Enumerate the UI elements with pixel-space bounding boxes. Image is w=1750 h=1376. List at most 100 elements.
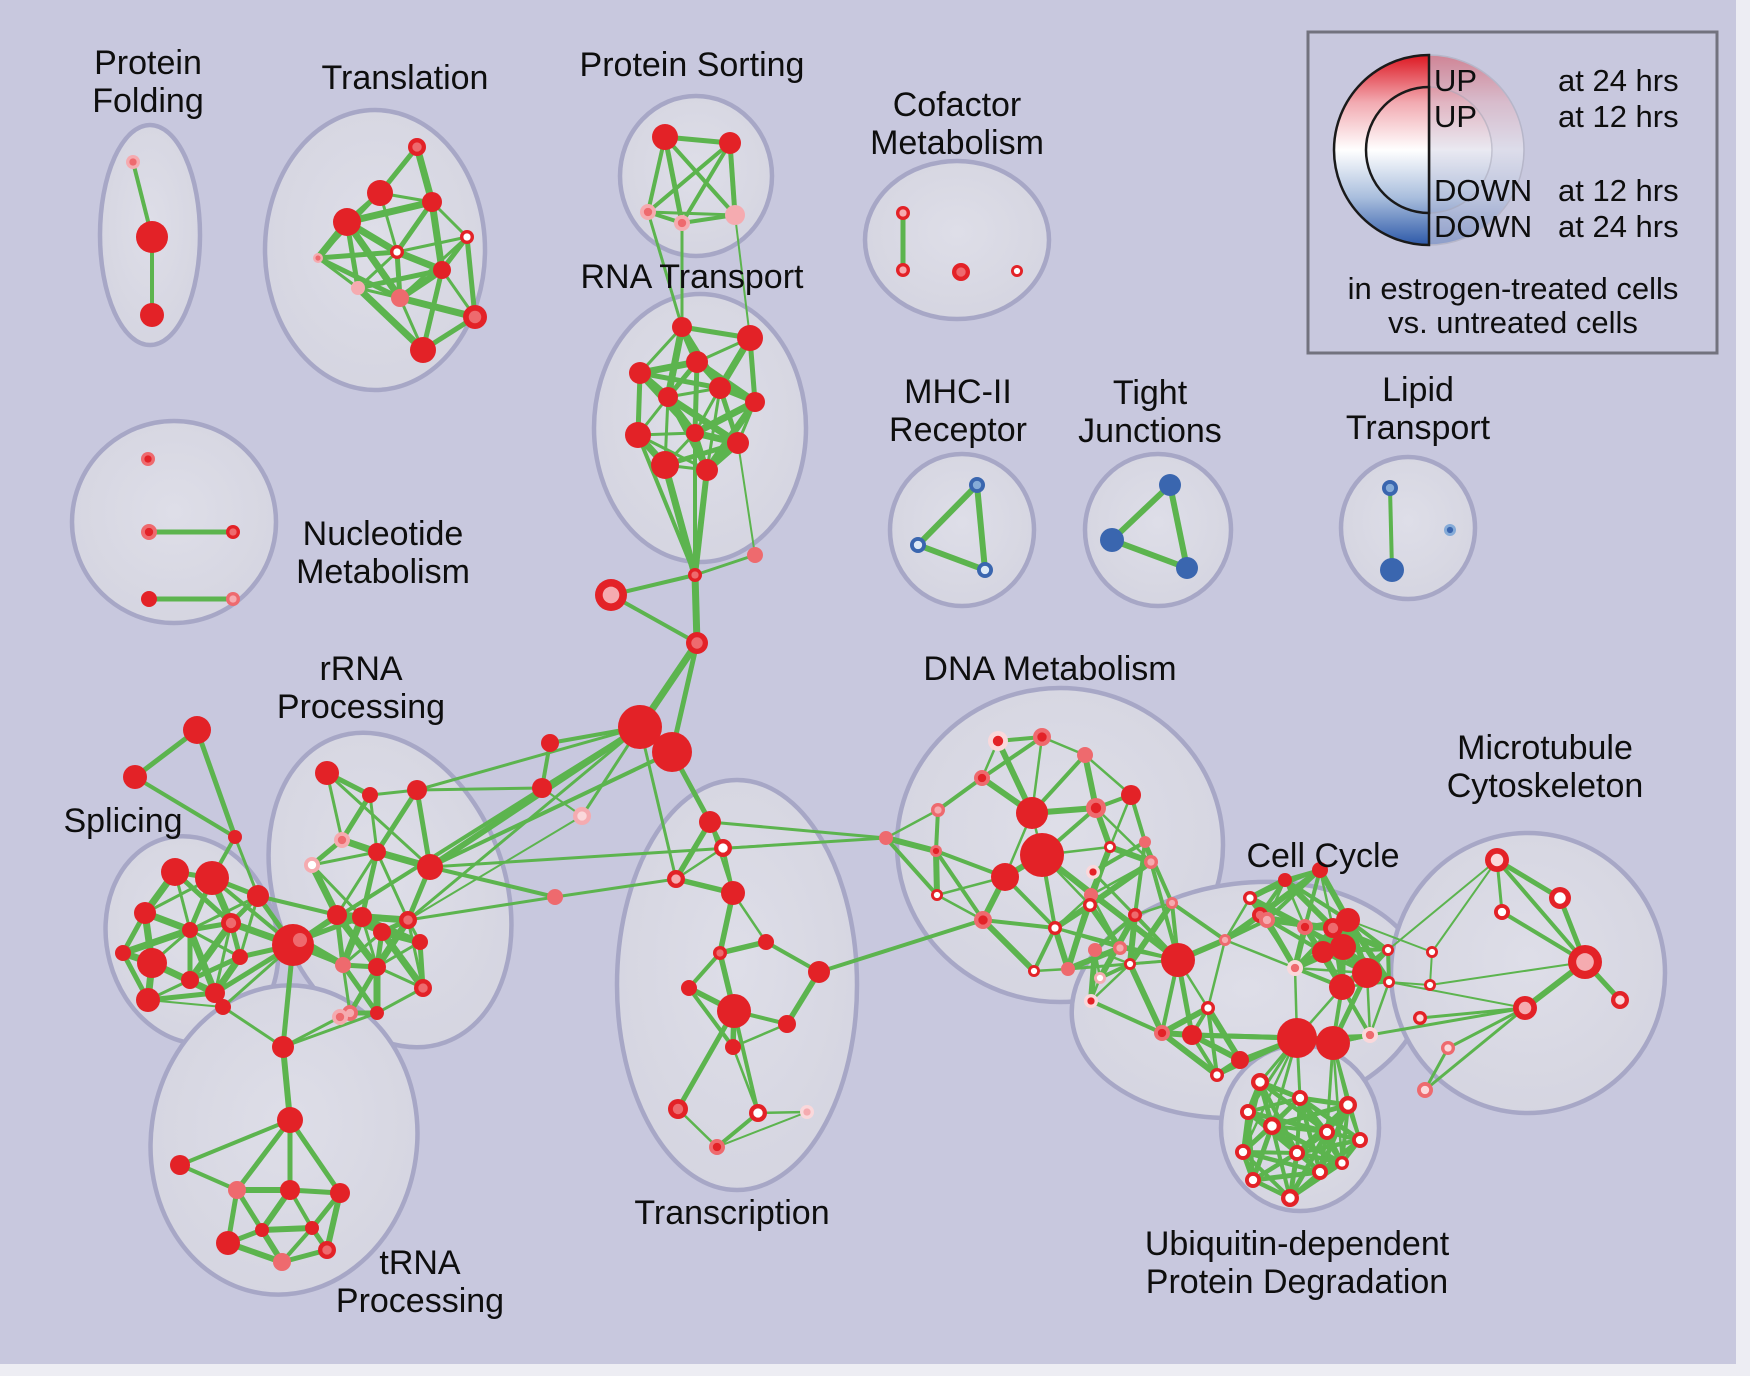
label-nm-line0: Nucleotide (303, 515, 464, 553)
node-mt-0 (1485, 848, 1509, 872)
edge-ub (1241, 1150, 1292, 1200)
legend-ring (1364, 85, 1431, 215)
edge-link-hb-rr (407, 815, 583, 921)
edge-link-dm-cc (1067, 958, 1179, 971)
label-cf-line0: Cofactor (893, 86, 1022, 124)
node-tr-5 (390, 245, 404, 259)
edge-link-hb-rr (416, 786, 543, 792)
node-cc-1 (1088, 943, 1102, 957)
node-tg-1 (123, 765, 147, 789)
node-mt-2 (1494, 904, 1510, 920)
edge-tc (675, 1009, 737, 1111)
edge-cc (1127, 962, 1165, 1035)
edge-link-tc-rr (429, 865, 556, 899)
node-sp-0 (161, 858, 189, 886)
edge-dm (1032, 927, 1057, 972)
node-tc-6 (758, 934, 774, 950)
edge-link-hb-sp (291, 725, 642, 947)
edge-tr (344, 219, 403, 301)
node-tr-9 (463, 305, 487, 329)
node-tn-4 (170, 1155, 190, 1175)
node-rt-11 (696, 459, 718, 481)
edge-tn (287, 1118, 343, 1195)
edge-tj (1110, 537, 1189, 571)
node-sp-12 (247, 885, 269, 907)
edge-tr (346, 198, 433, 226)
edge-link-hb-tc (638, 726, 678, 880)
node-tn-10 (318, 1241, 336, 1259)
node-tc-1 (714, 839, 732, 857)
node-mt-10 (1424, 979, 1436, 991)
node-lt-2 (1444, 524, 1456, 536)
legend-ring (1428, 86, 1493, 214)
node-mt-3 (1568, 945, 1602, 979)
node-tc-9 (717, 994, 751, 1028)
edge-mt (1431, 859, 1498, 953)
node-ub-2 (1240, 1104, 1256, 1120)
node-dm-17 (1083, 898, 1097, 912)
edge-link-rt-hb (661, 464, 699, 576)
edge-link-ps-rt (734, 214, 751, 339)
node-tc-12 (668, 1099, 688, 1119)
edge-mt (1424, 1006, 1526, 1092)
legend-note-0: in estrogen-treated cells (1348, 271, 1679, 306)
label-tn-line0: tRNA (379, 1244, 461, 1282)
edge-link-sp-rr (257, 894, 338, 917)
cluster-ellipse-ps (617, 93, 775, 259)
node-cc-27 (1382, 944, 1394, 956)
edge-dm (1052, 927, 1071, 970)
label-mh-line1: Receptor (889, 411, 1027, 449)
edge-dm (980, 917, 1037, 974)
edge-tr (317, 249, 398, 261)
node-tc-13 (749, 1104, 767, 1122)
node-tc-4 (547, 889, 563, 905)
node-dm-12 (1144, 855, 1158, 869)
edge-cc (1282, 877, 1336, 931)
node-rr-7 (327, 905, 347, 925)
label-rt-line0: RNA Transport (581, 258, 805, 296)
node-rr-16 (370, 1006, 384, 1020)
edge-ub (1247, 1096, 1301, 1114)
node-ps-4 (725, 205, 745, 225)
node-rr-14 (414, 979, 432, 997)
node-tg-2 (228, 830, 242, 844)
node-rt-2 (686, 351, 708, 373)
node-mh-2 (977, 562, 993, 578)
node-tr-2 (422, 192, 442, 212)
node-mt-1 (1549, 887, 1571, 909)
edge-tr (464, 236, 478, 318)
node-tn-1 (332, 1009, 348, 1025)
edge-link-mt-cc (1347, 919, 1433, 953)
node-rr-2 (407, 780, 427, 800)
node-dm-19 (1028, 965, 1040, 977)
node-cc-26 (1316, 1026, 1350, 1060)
edge-hb (691, 574, 701, 644)
edge-dm (885, 835, 937, 854)
edge-sp (213, 922, 233, 994)
label-lt-line1: Transport (1346, 409, 1491, 447)
node-rr-8 (352, 907, 372, 927)
node-rt-4 (709, 377, 731, 399)
edge-tc (687, 986, 735, 1049)
node-dm-2 (1077, 747, 1093, 763)
cluster-ellipse-tn (148, 983, 420, 1297)
node-tn-8 (216, 1231, 240, 1255)
node-dm-16 (974, 911, 992, 929)
edge-dm (1066, 904, 1092, 970)
node-ub-7 (1235, 1144, 1251, 1160)
node-sp-8 (205, 983, 225, 1003)
edge-ub (1251, 1151, 1299, 1182)
node-tr-3 (333, 208, 361, 236)
edge-dm (885, 808, 939, 840)
node-hb-8 (573, 807, 591, 825)
node-tr-10 (410, 337, 436, 363)
edge-tr (420, 269, 445, 351)
node-ub-6 (1352, 1132, 1368, 1148)
legend-time-2: at 12 hrs (1558, 173, 1679, 208)
label-tn-line1: Processing (336, 1282, 504, 1320)
node-rt-8 (686, 424, 704, 442)
node-tj-0 (1159, 474, 1181, 496)
edge-rr (374, 788, 420, 854)
